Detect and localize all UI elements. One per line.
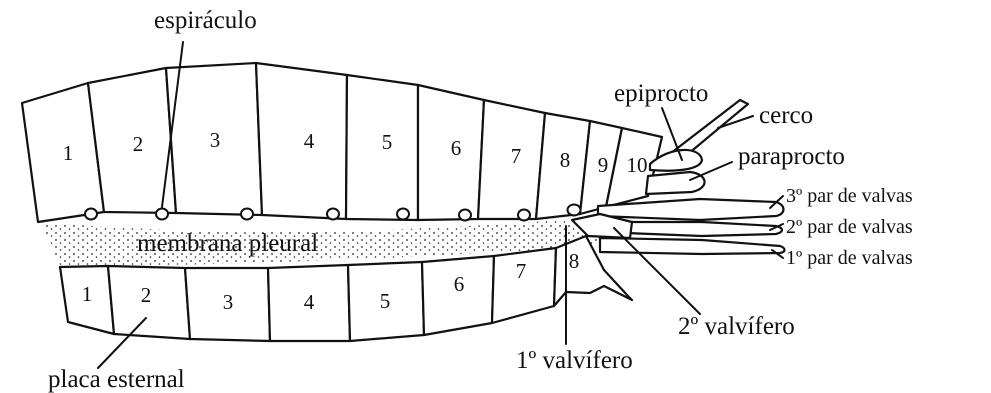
label-valvas3: 3º par de valvas xyxy=(786,185,913,207)
label-valvas2: 2º par de valvas xyxy=(786,216,913,238)
tergite-number: 1 xyxy=(63,141,74,165)
label-valvifero2: 2º valvífero xyxy=(678,313,795,340)
label-membrana-pleural: membrana pleural xyxy=(137,230,318,257)
paraproct xyxy=(646,172,705,194)
tergite-number: 8 xyxy=(560,148,571,172)
spiracle-2 xyxy=(156,209,168,220)
spiracle-8 xyxy=(568,205,581,216)
label-epiprocto: epiprocto xyxy=(614,80,708,107)
spiracle-4 xyxy=(327,209,339,220)
sternite-number: 6 xyxy=(454,272,465,296)
sternite-number: 5 xyxy=(380,289,391,313)
label-valvas1: 1º par de valvas xyxy=(786,247,913,269)
tergites xyxy=(22,63,662,222)
spiracle-5 xyxy=(397,209,409,220)
tergite-number: 7 xyxy=(511,144,522,168)
tergite-number: 2 xyxy=(133,132,144,156)
tergite-number: 3 xyxy=(210,128,221,152)
spiracle-3 xyxy=(241,209,253,220)
spiracle-6 xyxy=(459,210,471,221)
sternite-number: 7 xyxy=(516,259,527,283)
tergite-number: 9 xyxy=(598,153,609,177)
tergite-number: 4 xyxy=(304,129,315,153)
spiracle-1 xyxy=(85,209,97,220)
label-paraprocto: paraprocto xyxy=(738,143,845,170)
tergite-number: 5 xyxy=(382,130,393,154)
label-cerco: cerco xyxy=(759,102,813,129)
sternite-number: 1 xyxy=(82,282,93,306)
tergite-4 xyxy=(256,63,347,219)
spiracle-7 xyxy=(518,210,530,221)
tergite-number: 10 xyxy=(627,153,648,177)
label-espiraculo: espiráculo xyxy=(154,7,257,34)
sternite-number: 3 xyxy=(223,290,234,314)
label-valvifero1: 1º valvífero xyxy=(516,347,633,374)
sternite-number: 2 xyxy=(141,283,152,307)
label-placa-esternal: placa esternal xyxy=(48,366,185,393)
sternite-number: 4 xyxy=(304,290,315,314)
tergite-number: 6 xyxy=(451,136,462,160)
sternite-number: 8 xyxy=(569,249,580,273)
